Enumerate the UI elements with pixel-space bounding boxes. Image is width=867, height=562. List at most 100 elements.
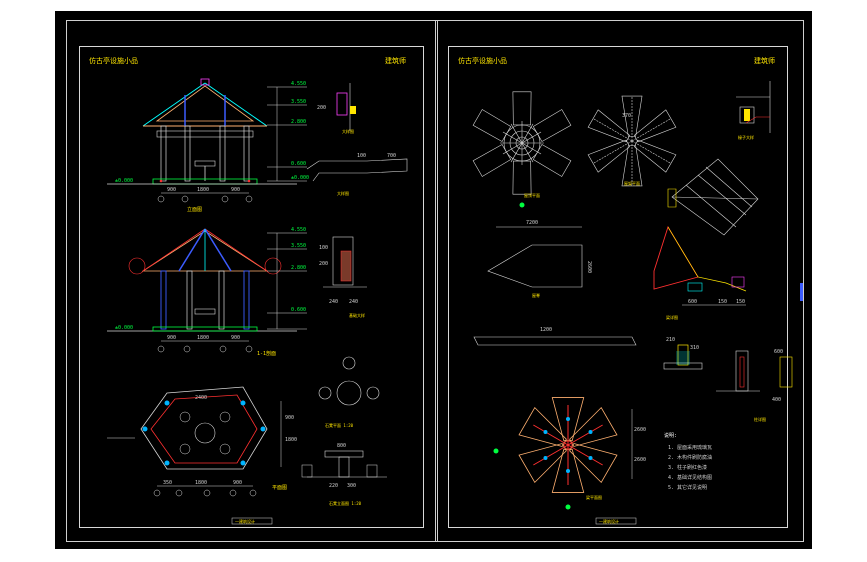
dim-label: 900 bbox=[233, 480, 242, 486]
dim-label: 400 bbox=[772, 397, 781, 403]
view-label: 柱详图 bbox=[754, 416, 766, 422]
dim-label: 220 bbox=[329, 483, 338, 489]
level-label: 4.550 bbox=[291, 81, 306, 87]
right-footer: 一建筑设计 bbox=[599, 518, 619, 524]
post-detail: 210 310 600 400 柱详图 bbox=[663, 337, 793, 422]
plan-view: 900 1800 2400 350 1800 900 平面图 bbox=[107, 386, 297, 497]
beam-plan bbox=[493, 397, 618, 510]
roof-rib bbox=[510, 142, 523, 163]
dim-label: 1800 bbox=[197, 187, 209, 193]
view-label: 1-1剖面 bbox=[257, 350, 276, 357]
ridge: 7200 2600 1200 屋脊 bbox=[473, 220, 637, 346]
roof-rib bbox=[502, 142, 523, 155]
dim-label: 2600 bbox=[634, 427, 646, 433]
dim-label: 350 bbox=[163, 480, 172, 486]
detail-1: 200 大样图 100 700 大样图 bbox=[306, 83, 408, 196]
dim-label: 2600 bbox=[586, 261, 592, 273]
level-label: 0.600 bbox=[291, 161, 306, 167]
dim-label: 900 bbox=[167, 187, 176, 193]
detail-3: 石凳平面 1:20 bbox=[318, 356, 380, 428]
dim-label: 200 bbox=[317, 105, 326, 111]
drawing-canvas: 仿古亭设施小品 建筑师 bbox=[55, 11, 812, 549]
beam-arm bbox=[551, 397, 585, 442]
notes: 说明: 1. 屋面采用琉璃瓦 2. 木构件刷防腐油 3. 柱子刷红色漆 4. 基… bbox=[664, 432, 712, 491]
right-title: 仿古亭设施小品 bbox=[458, 56, 507, 65]
dim-label: 900 bbox=[285, 415, 294, 421]
roof-plan bbox=[472, 91, 572, 208]
view-label: 大样图 bbox=[337, 190, 349, 196]
axis-marker bbox=[565, 504, 571, 510]
dim-label: 900 bbox=[167, 335, 176, 341]
level-label: ±0.000 bbox=[291, 175, 309, 181]
dim-label: 200 bbox=[319, 261, 328, 267]
left-footer: 一建筑设计 bbox=[235, 518, 255, 524]
dim-label: 2400 bbox=[195, 395, 207, 401]
dim-label: 100 bbox=[357, 153, 366, 159]
frame-axis bbox=[593, 118, 633, 142]
dim-label: 800 bbox=[337, 443, 346, 449]
dim-label: 1800 bbox=[197, 335, 209, 341]
view-label: 椽子大样 bbox=[738, 134, 754, 140]
dim-label: 370 bbox=[622, 113, 631, 119]
beam-hub bbox=[563, 440, 573, 450]
beam-axis bbox=[533, 444, 569, 466]
view-label: 大样图 bbox=[342, 128, 354, 134]
dim-label: 7200 bbox=[526, 220, 538, 226]
right-drawing-sheet: 仿古亭设施小品 建筑师 屋顶平面 370 屋架平面 椽子大样 bbox=[435, 20, 804, 542]
level-label: 0.600 bbox=[291, 307, 306, 313]
column-marker bbox=[588, 430, 593, 434]
frame-arm bbox=[621, 95, 643, 137]
rafter-fan bbox=[667, 158, 759, 236]
note-item: 2. 木构件刷防腐油 bbox=[668, 454, 712, 461]
left-inner-border bbox=[79, 46, 424, 528]
column-marker bbox=[566, 417, 570, 421]
view-label: 梁平面图 bbox=[586, 494, 602, 500]
right-inner-border bbox=[448, 46, 788, 528]
dim-label: 1800 bbox=[195, 480, 207, 486]
frame-arm bbox=[587, 139, 631, 173]
view-label: 基础大样 bbox=[349, 312, 365, 318]
view-label: 立面图 bbox=[187, 206, 202, 213]
column-marker bbox=[543, 456, 548, 460]
frame-axis bbox=[631, 140, 671, 164]
level-label: 3.550 bbox=[291, 99, 306, 105]
elevation-2: 4.550 3.550 2.800 0.600 ±0.000 900 1800 … bbox=[107, 227, 307, 357]
elevation-1: 4.550 3.550 2.800 0.600 ±0.000 ±0.000 90… bbox=[107, 78, 309, 213]
beam-arm bbox=[569, 406, 618, 447]
dim-label: 1200 bbox=[540, 327, 552, 333]
view-label: 屋架平面 bbox=[624, 180, 640, 186]
beam-arm bbox=[518, 406, 567, 447]
beam-axis bbox=[567, 424, 603, 446]
column-marker bbox=[543, 430, 548, 434]
detail-2: 100 200 240 240 基础大样 bbox=[319, 236, 367, 318]
dim-label: 240 bbox=[329, 299, 338, 305]
axis-marker bbox=[519, 202, 525, 208]
roof-rib bbox=[502, 131, 523, 144]
roof-rib bbox=[510, 123, 523, 144]
beam-axis bbox=[533, 424, 569, 446]
note-item: 3. 柱子刷红色漆 bbox=[668, 464, 707, 471]
frame-arm bbox=[621, 145, 643, 187]
roof-rib bbox=[521, 123, 534, 144]
view-label: 梁详图 bbox=[666, 314, 678, 320]
note-item: 1. 屋面采用琉璃瓦 bbox=[668, 444, 712, 451]
frame-axis bbox=[631, 118, 671, 142]
dim-label: 310 bbox=[690, 345, 699, 351]
level-label: ±0.000 bbox=[115, 325, 133, 331]
view-label: 石凳平面 1:20 bbox=[325, 422, 354, 428]
column-marker bbox=[566, 469, 570, 473]
left-stamp: 建筑师 bbox=[385, 56, 406, 65]
left-title: 仿古亭设施小品 bbox=[89, 56, 138, 65]
view-label: 屋脊 bbox=[532, 292, 540, 298]
level-label: 2.800 bbox=[291, 265, 306, 271]
left-sheet-graphics: 仿古亭设施小品 建筑师 bbox=[89, 56, 408, 525]
framing-plan bbox=[587, 95, 677, 187]
level-label: 4.550 bbox=[291, 227, 306, 233]
dim-label: 300 bbox=[347, 483, 356, 489]
dim-label: 700 bbox=[387, 153, 396, 159]
dim-label: 100 bbox=[319, 245, 328, 251]
roof-rib bbox=[521, 131, 542, 144]
level-label: 3.550 bbox=[291, 243, 306, 249]
note-item: 5. 其它详见说明 bbox=[668, 484, 707, 491]
note-item: 4. 基础详见结构图 bbox=[668, 474, 712, 481]
